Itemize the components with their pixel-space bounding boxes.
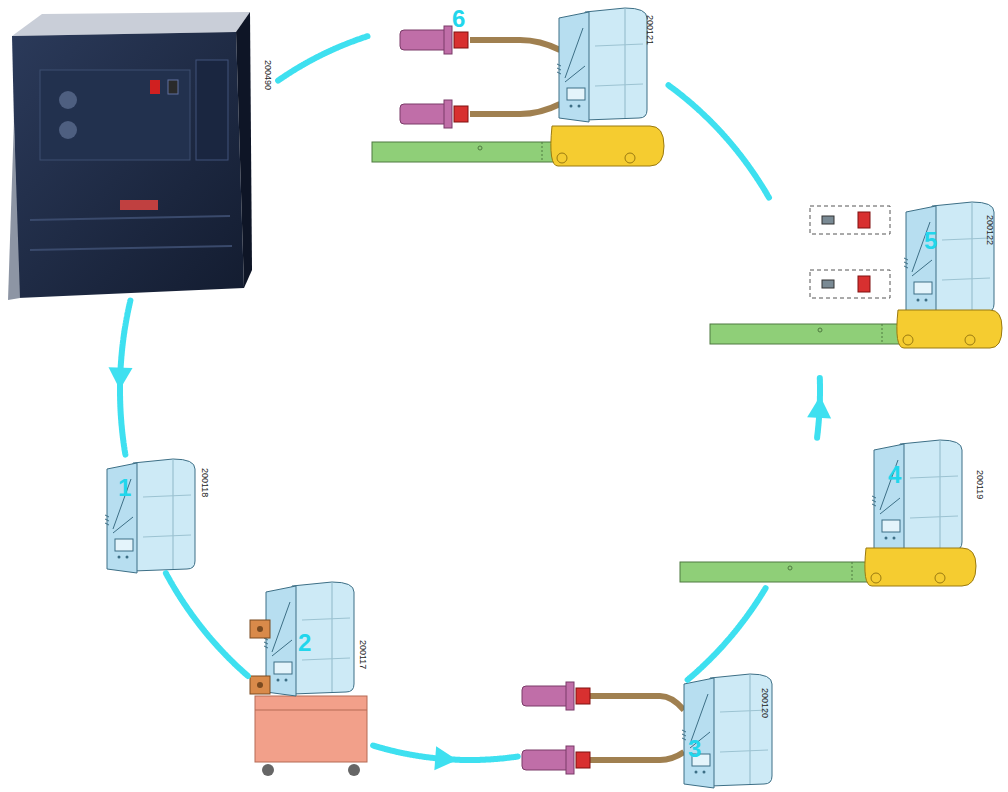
reference-code: 200122 xyxy=(985,215,995,245)
flow-connector xyxy=(807,378,831,438)
flow-connector xyxy=(373,746,518,771)
arrow-head xyxy=(434,746,457,770)
callout-number: 6 xyxy=(452,6,465,32)
flow-connector xyxy=(669,85,770,197)
flow-arc xyxy=(166,573,248,676)
callout-number: 2 xyxy=(298,630,311,656)
callout-number: 3 xyxy=(688,736,701,762)
breaker-photo xyxy=(8,12,252,300)
arrow-head xyxy=(807,396,831,419)
reference-code: 200117 xyxy=(358,640,368,669)
flow-connector xyxy=(688,588,766,680)
callout-number: 1 xyxy=(118,475,131,501)
reference-code: 200118 xyxy=(200,468,210,497)
breaker-stage: 2 xyxy=(248,590,373,778)
flow-arc xyxy=(278,36,367,80)
reference-code: 200119 xyxy=(975,470,985,499)
breaker-stage: 3 xyxy=(518,680,780,790)
flow-arc xyxy=(688,588,766,680)
flow-arc xyxy=(669,85,770,197)
reference-code: 200121 xyxy=(645,15,655,45)
breaker-stage: 5 xyxy=(706,198,1004,378)
flow-connector xyxy=(166,573,248,676)
breaker-stage: 6 xyxy=(368,4,668,172)
reference-code: 200490 xyxy=(263,60,273,90)
callout-number: 4 xyxy=(888,462,901,488)
reference-code: 200120 xyxy=(760,688,770,718)
breaker-stage: 4 xyxy=(676,438,988,588)
arrow-head xyxy=(109,367,133,389)
flow-arc xyxy=(109,301,133,455)
callout-number: 5 xyxy=(924,228,937,254)
flow-arc xyxy=(278,36,367,80)
